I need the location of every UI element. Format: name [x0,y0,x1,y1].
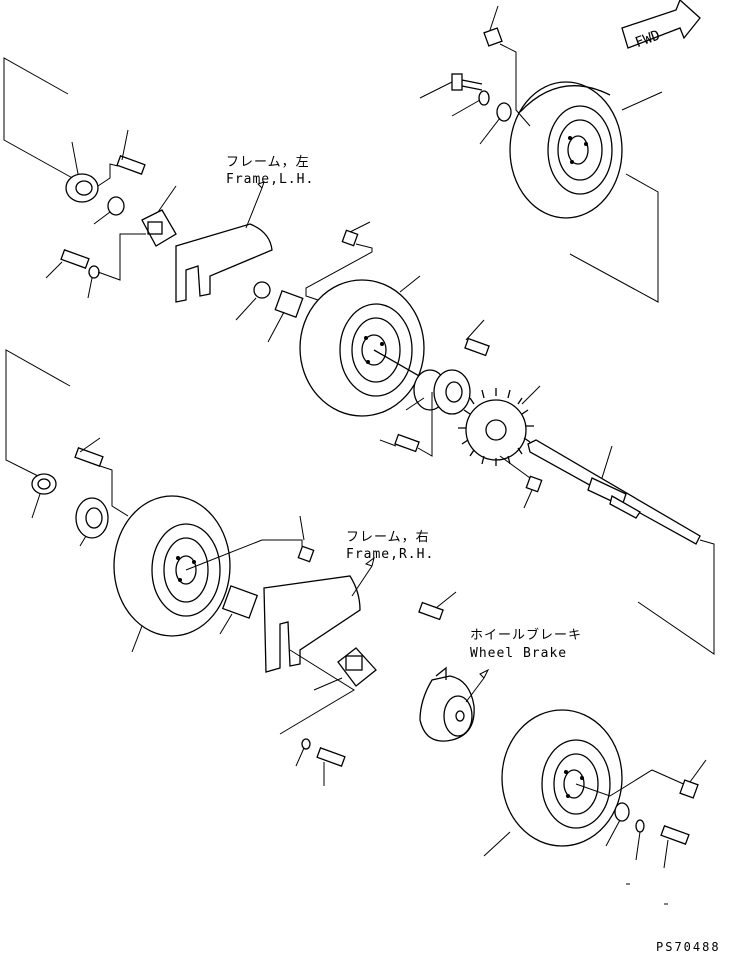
frame-lh-en-label: Frame,L.H. [226,172,315,187]
wheel-left-lower [113,495,315,653]
hub-sprocket-assembly [373,319,543,509]
flange-rh [279,647,377,786]
wheel-brake [418,591,490,742]
frame-lh-plate [175,181,273,303]
hub-left-lower [31,437,129,547]
wheel-center [299,275,425,417]
wheel-top-right [509,81,623,219]
wheel-bottom-right [483,709,689,857]
hardware-top-right [419,5,663,303]
frame-rh-en-label: Frame,R.H. [346,547,435,562]
fwd-arrow: FWD [621,0,701,52]
hub-top-left [45,129,177,299]
wheel-brake-en-label: Wheel Brake [470,646,568,661]
fwd-label: FWD [633,28,662,52]
wheel-brake-jp-label: ホイールブレーキ [470,628,583,643]
bracket-line-left-lower [5,349,71,479]
hardware-bottom-right [605,759,707,905]
axle-shaft [527,439,715,655]
bracket-line-top-left [3,57,77,181]
spacer-left-lower [219,585,259,635]
frame-rh-jp-label: フレーム，右 [346,530,430,545]
figure-code: PS70488 [656,940,721,954]
frame-lh-jp-label: フレーム，左 [226,155,310,170]
frame-rh-plate [263,556,375,673]
spacer-set-center [235,221,373,343]
